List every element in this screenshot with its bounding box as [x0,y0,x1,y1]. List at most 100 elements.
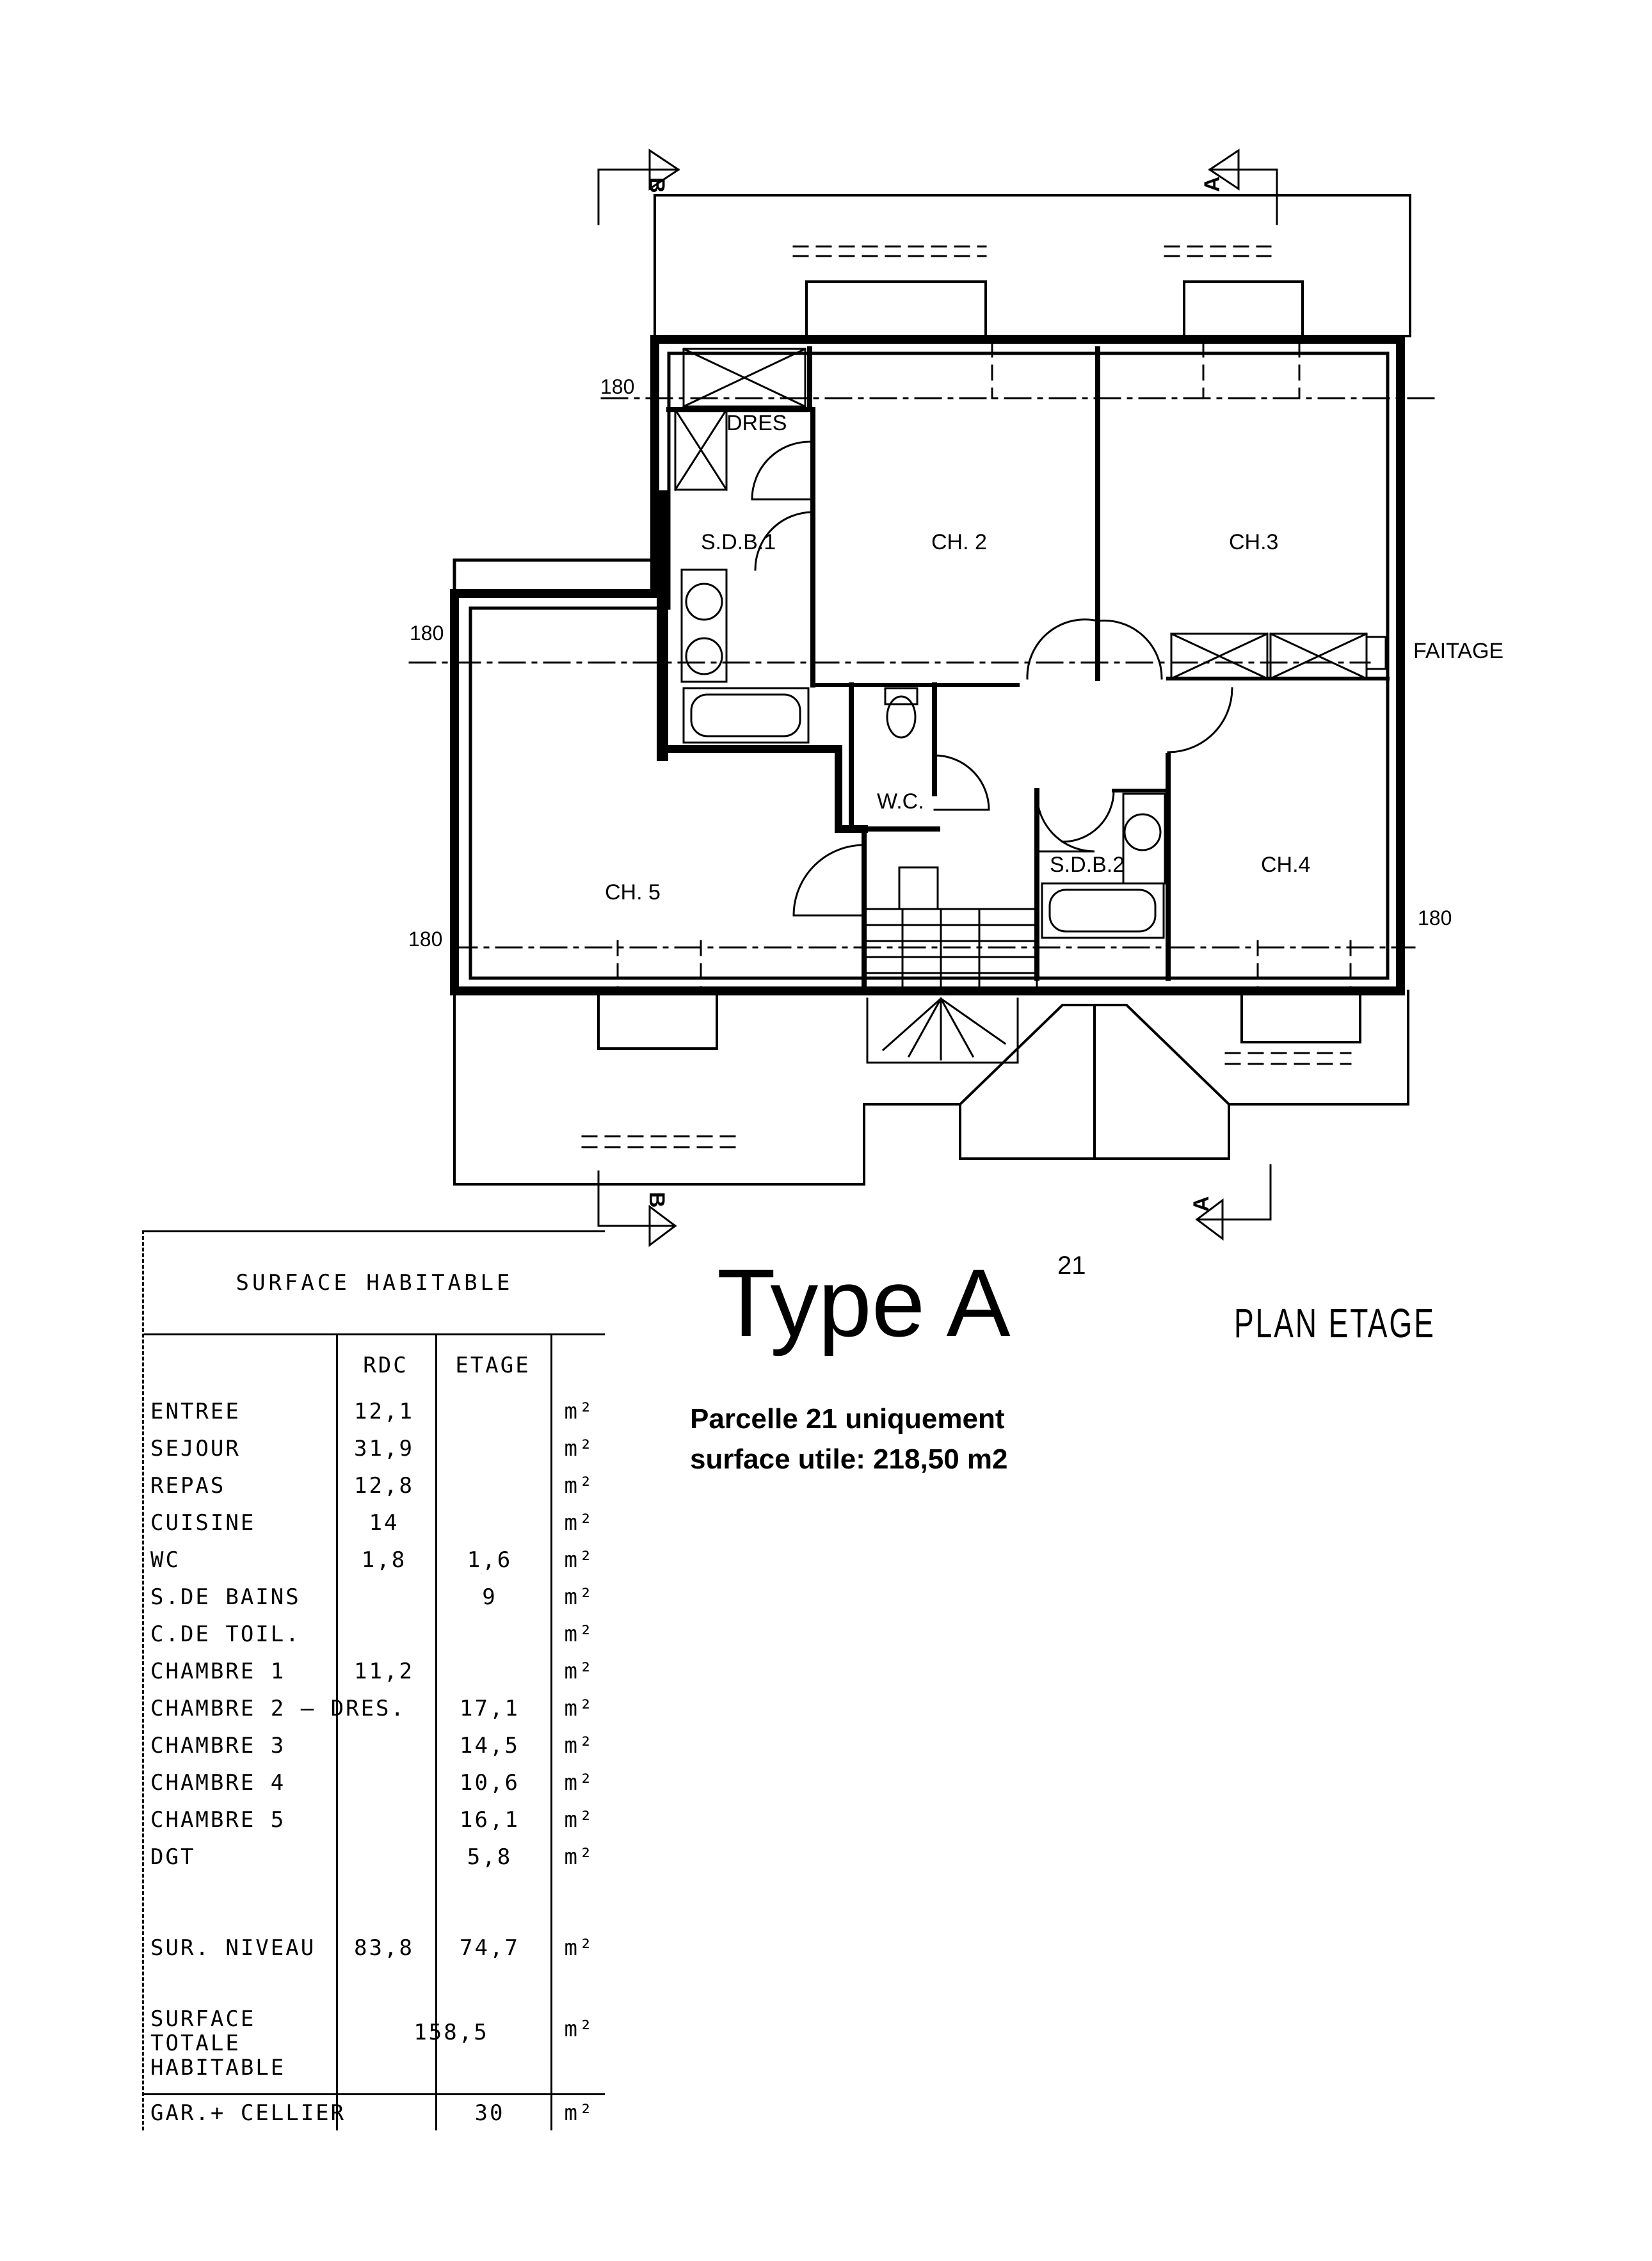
table-row: DGT 5,8 m² [144,1839,605,1875]
row-label: S.DE BAINS [150,1584,301,1610]
row-unit: m² [564,1807,595,1833]
row-rdc: 12,1 [354,1399,414,1424]
table-row: ENTREE 12,1 m² [144,1394,605,1429]
type-superscript: 21 [1057,1251,1086,1280]
outer-wall [450,335,1405,995]
wardrobe-dres [673,348,806,492]
section-letter-a-top: A [1200,176,1224,192]
door-ch5 [792,844,865,917]
row-label: C.DE TOIL. [150,1621,301,1647]
door-sdb2b [1061,789,1115,843]
row-unit: m² [564,1584,595,1610]
wall-bath-bottom [665,745,868,833]
room-label-ch2: CH. 2 [931,530,987,554]
row-label: DGT [150,1844,196,1870]
dimension-label-left: 180 [410,622,444,645]
row-label: GAR.+ CELLIER [150,2100,346,2126]
outer-wall-inner [469,351,1390,980]
row-unit: m² [564,1621,595,1647]
col-header-etage: ETAGE [455,1353,531,1378]
reference-lines [408,397,1441,949]
row-etage [438,1431,541,1467]
section-letter-b-bottom: B [645,1192,669,1208]
dimension-label-right: 180 [1418,906,1452,929]
row-unit: m² [564,1659,595,1684]
dimension-label-top: 180 [600,375,634,398]
garage-divider [144,2093,605,2095]
row-label: CHAMBRE 3 [150,1733,286,1758]
col-divider-3 [550,1333,552,2130]
section-marker-b-bottom [597,1170,677,1247]
row-unit: m² [564,1733,595,1758]
row-label: REPAS [150,1473,226,1499]
row-rdc [336,1839,432,1875]
wall-step-left [453,558,657,595]
row-etage: 9 [482,1584,497,1610]
room-label-ch5: CH. 5 [605,880,661,905]
room-label-ch3: CH.3 [1229,530,1278,554]
staircase [863,866,1038,1064]
row-unit: m² [564,1473,595,1499]
row-label: SEJOUR [150,1436,241,1461]
total-label: SURFACE TOTALE HABITABLE [150,2007,285,2080]
total-unit: m² [564,2016,595,2042]
roof-top-outline [654,194,1411,337]
plan-label: PLAN ETAGE [1234,1300,1436,1346]
row-unit: m² [564,1844,595,1870]
row-label: ENTREE [150,1399,241,1424]
note-parcel: Parcelle 21 uniquement [690,1403,1005,1435]
col-divider-2 [435,1333,437,2130]
row-etage [438,1394,541,1429]
room-label-sdb2: S.D.B.2 [1050,853,1125,877]
room-label-ch4: CH.4 [1261,853,1310,877]
row-rdc [336,1765,432,1801]
row-rdc [336,1616,432,1652]
row-unit: m² [564,1510,595,1536]
room-label-wc: W.C. [877,789,924,814]
total-label-2: TOTALE [150,2031,241,2056]
row-unit: m² [564,1399,595,1424]
row-rdc [336,1579,432,1615]
row-rdc: 11,2 [354,1659,414,1684]
bathtub-sdb2 [1041,882,1165,939]
table-row: SEJOUR 31,9 m² [144,1431,605,1467]
row-unit: m² [564,1696,595,1721]
row-label: SUR. NIVEAU [150,1935,316,1961]
door-sdb1 [754,511,814,571]
row-unit: m² [564,2100,595,2126]
row-rdc: 1,8 [361,1547,407,1573]
total-label-1: SURFACE [150,2006,256,2032]
door-wc [933,754,990,811]
sink-sdb1 [680,568,728,683]
row-etage: 5,8 [467,1844,513,1870]
col-divider-1 [336,1333,338,2130]
row-rdc: 31,9 [354,1436,414,1461]
row-rdc: 83,8 [354,1935,414,1961]
row-label: CHAMBRE 2 – DRES. [150,1696,406,1721]
row-etage [438,1468,541,1504]
section-marker-a-top [1208,149,1278,225]
table-row: S.DE BAINS 9 m² [144,1579,605,1615]
row-label: WC [150,1547,180,1573]
total-value: 158,5 [413,2020,489,2045]
row-etage: 10,6 [460,1770,520,1796]
dimension-label-bottom: 180 [408,928,442,951]
door-sdb2 [1036,793,1095,853]
section-marker-b-top [597,149,680,225]
row-unit: m² [564,1935,595,1961]
room-label-sdb1: S.D.B.1 [701,530,776,554]
row-etage: 1,6 [467,1547,513,1573]
row-unit: m² [564,1436,595,1461]
section-marker-a-bottom [1195,1164,1272,1241]
sink-sdb2 [1122,793,1166,885]
row-unit: m² [564,1547,595,1573]
door-ch2 [1026,618,1099,680]
